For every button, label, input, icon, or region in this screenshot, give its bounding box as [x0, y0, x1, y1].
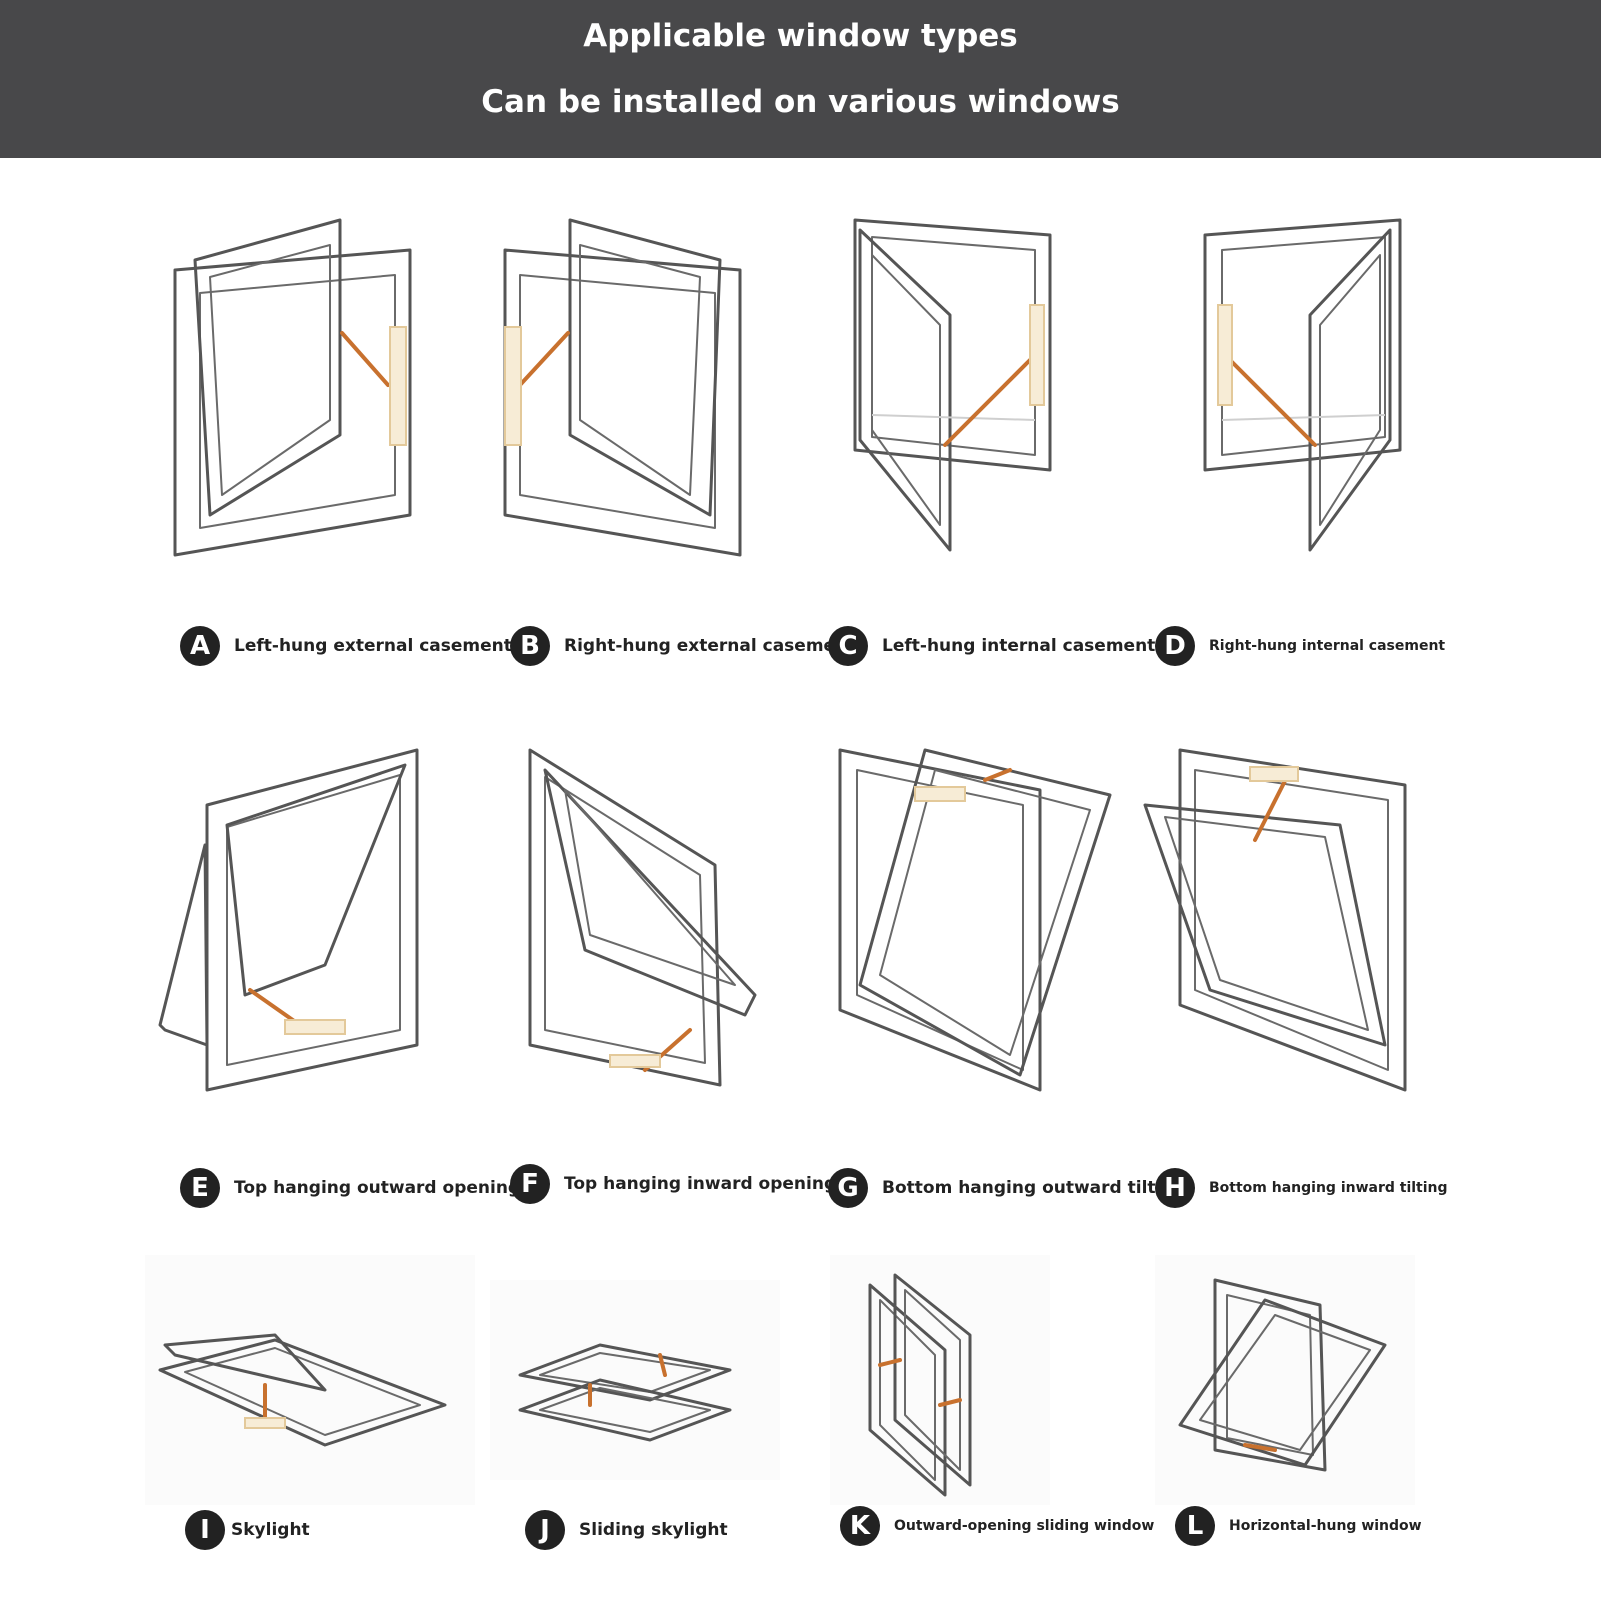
page-subtitle: Can be installed on various windows — [481, 84, 1120, 120]
badge-b: B — [510, 626, 550, 666]
window-label-c: C Left-hung internal casement — [828, 624, 1155, 668]
badge-g: G — [828, 1168, 868, 1208]
badge-a: A — [180, 626, 220, 666]
window-label-a: A Left-hung external casement — [180, 624, 512, 668]
window-illustration-c — [850, 215, 1060, 565]
window-illustration-a — [170, 215, 430, 565]
window-illustration-h — [1140, 745, 1415, 1095]
window-name-f: Top hanging inward opening — [564, 1174, 837, 1194]
window-illustration-b — [500, 215, 760, 565]
window-name-i: Skylight — [231, 1520, 310, 1540]
window-name-g: Bottom hanging outward tilting — [882, 1178, 1186, 1198]
window-illustration-k — [865, 1270, 980, 1500]
window-name-e: Top hanging outward opening — [234, 1178, 521, 1198]
window-name-l: Horizontal-hung window — [1229, 1518, 1422, 1534]
window-name-d: Right-hung internal casement — [1209, 638, 1446, 654]
sliding-window-panel — [830, 1255, 1050, 1505]
window-illustration-i — [155, 1330, 455, 1460]
header-banner: Applicable window types Can be installed… — [0, 0, 1601, 158]
window-name-c: Left-hung internal casement — [882, 636, 1156, 656]
badge-h: H — [1155, 1168, 1195, 1208]
window-label-b: B Right-hung external casement — [510, 624, 855, 668]
badge-e: E — [180, 1168, 220, 1208]
window-label-l: L Horizontal-hung window — [1175, 1504, 1422, 1548]
badge-j: J — [525, 1510, 565, 1550]
window-name-b: Right-hung external casement — [564, 636, 856, 656]
page-title: Applicable window types — [583, 18, 1018, 54]
window-name-k: Outward-opening sliding window — [894, 1518, 1155, 1534]
badge-c: C — [828, 626, 868, 666]
window-illustration-e — [155, 745, 425, 1095]
window-label-h: H Bottom hanging inward tilting — [1155, 1166, 1448, 1210]
window-illustration-j — [515, 1340, 740, 1450]
badge-k: K — [840, 1506, 880, 1546]
window-name-a: Left-hung external casement — [234, 636, 512, 656]
window-label-i: I Skylight — [185, 1508, 310, 1552]
skylight-panel — [145, 1255, 475, 1505]
badge-d: D — [1155, 626, 1195, 666]
window-label-d: D Right-hung internal casement — [1155, 624, 1445, 668]
window-label-e: E Top hanging outward opening — [180, 1166, 520, 1210]
window-name-h: Bottom hanging inward tilting — [1209, 1180, 1448, 1196]
window-illustration-l — [1175, 1275, 1395, 1475]
window-label-f: F Top hanging inward opening — [510, 1162, 836, 1206]
badge-f: F — [510, 1164, 550, 1204]
window-name-j: Sliding skylight — [579, 1520, 728, 1540]
window-illustration-g — [835, 745, 1115, 1095]
window-label-g: G Bottom hanging outward tilting — [828, 1166, 1186, 1210]
badge-l: L — [1175, 1506, 1215, 1546]
badge-i: I — [185, 1510, 225, 1550]
window-label-j: J Sliding skylight — [525, 1508, 728, 1552]
window-illustration-f — [525, 745, 775, 1095]
window-illustration-d — [1200, 215, 1410, 565]
window-label-k: K Outward-opening sliding window — [840, 1504, 1154, 1548]
